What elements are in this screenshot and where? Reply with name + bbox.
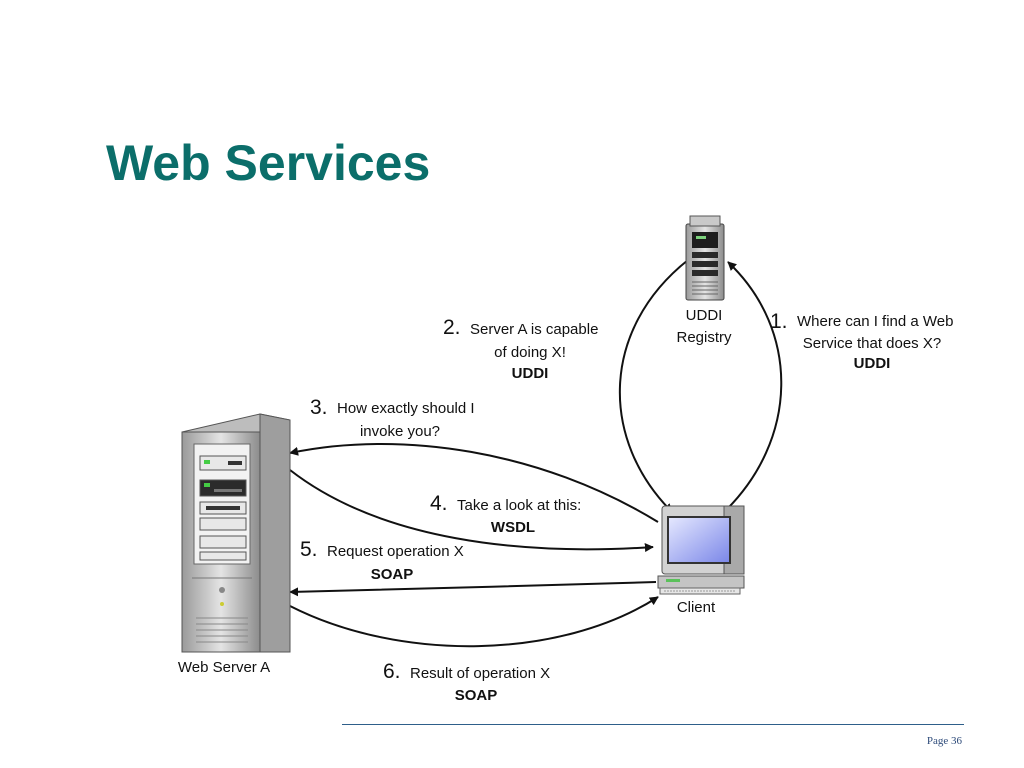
page-number: Page 36	[926, 735, 962, 747]
arrow-step-3	[289, 442, 659, 523]
step-4-protocol: WSDL	[491, 519, 535, 536]
uddi-label-line1: UDDI	[686, 307, 723, 324]
step-5-line1: Request operation X	[327, 543, 464, 560]
step-2-label: 2. Server A is capable of doing X! UDDI	[443, 316, 598, 382]
step-6-protocol: SOAP	[455, 687, 498, 704]
step-1-number: 1.	[770, 310, 788, 333]
step-6-number: 6.	[383, 660, 401, 683]
step-2-line1: Server A is capable	[470, 321, 598, 338]
footer-divider	[342, 724, 964, 725]
step-1-protocol: UDDI	[854, 355, 891, 372]
step-3-line2: invoke you?	[360, 423, 440, 440]
step-1-line2: Service that does X?	[803, 335, 941, 352]
step-5-protocol: SOAP	[371, 566, 414, 583]
client-label: Client	[677, 599, 716, 616]
arrow-step-5	[289, 581, 657, 597]
arrow-step-1	[721, 261, 783, 515]
client-computer-icon	[657, 505, 745, 595]
step-6-label: 6. Result of operation X SOAP	[383, 660, 550, 704]
uddi-server-icon	[685, 215, 725, 301]
step-4-label: 4. Take a look at this: WSDL	[430, 492, 581, 536]
step-2-line2: of doing X!	[494, 344, 566, 361]
step-4-number: 4.	[430, 492, 448, 515]
step-1-label: 1. Where can I find a Web Service that d…	[770, 310, 953, 372]
arrow-step-2	[618, 259, 689, 513]
web-server-icon	[181, 413, 291, 653]
step-2-protocol: UDDI	[512, 365, 549, 382]
step-2-number: 2.	[443, 316, 461, 339]
step-3-number: 3.	[310, 396, 328, 419]
slide-title: Web Services	[106, 135, 431, 191]
arrows	[289, 259, 783, 648]
step-1-line1: Where can I find a Web	[797, 313, 953, 330]
step-5-label: 5. Request operation X SOAP	[300, 538, 464, 583]
step-3-label: 3. How exactly should I invoke you?	[310, 396, 475, 440]
step-3-line1: How exactly should I	[337, 400, 475, 417]
step-4-line1: Take a look at this:	[457, 497, 581, 514]
step-6-line1: Result of operation X	[410, 665, 550, 682]
uddi-label-line2: Registry	[676, 329, 732, 346]
step-5-number: 5.	[300, 538, 318, 561]
web-server-label: Web Server A	[178, 659, 270, 676]
arrow-step-4	[289, 469, 654, 553]
arrow-step-6	[289, 596, 659, 648]
